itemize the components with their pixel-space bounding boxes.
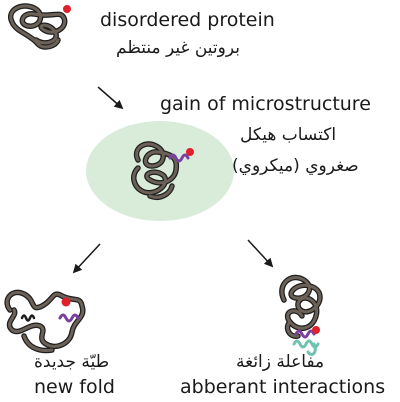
arrow-to-microstructure — [97, 86, 124, 110]
purple-helix — [58, 313, 80, 323]
label-gain-of-microstructure-ar-line2: صغروي (ميكروي) — [232, 156, 359, 176]
label-new-fold-ar: طيّة جديدة — [34, 352, 110, 372]
new-fold-protein-icon — [4, 289, 86, 354]
label-disordered-protein-ar: بروتين غير منتظم — [116, 38, 240, 58]
aberrant-interaction-protein-icon — [279, 274, 323, 356]
purple-helix — [168, 153, 190, 163]
terminal-dot — [186, 148, 194, 156]
arrow-to-aberrant — [247, 239, 274, 268]
disordered-protein-icon — [8, 3, 71, 50]
terminal-dot — [312, 326, 320, 334]
purple-helix — [294, 329, 316, 339]
microstructure-protein-icon — [131, 141, 194, 200]
label-gain-of-microstructure-en: gain of microstructure — [160, 93, 371, 115]
label-disordered-protein-en: disordered protein — [100, 9, 275, 31]
terminal-dot — [63, 5, 71, 13]
terminal-dot — [61, 297, 71, 307]
label-gain-of-microstructure-ar-line1: اكتساب هيكل — [240, 125, 337, 145]
label-aberrant-interactions-ar: مفاعلة زائغة — [236, 352, 325, 372]
arrow-to-new-fold — [72, 243, 101, 274]
label-new-fold-en: new fold — [34, 376, 115, 398]
label-aberrant-interactions-en: abberant interactions — [180, 376, 386, 398]
